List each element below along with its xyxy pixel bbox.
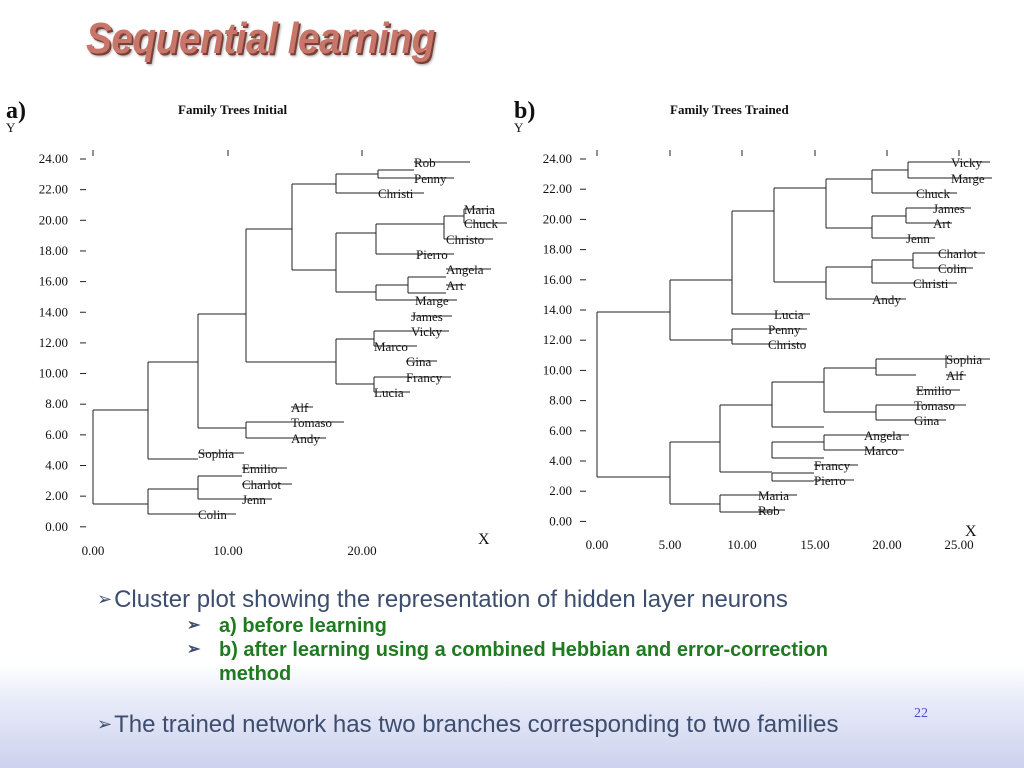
- y-tick-label: 12.00: [543, 332, 572, 347]
- arrow-bullet-icon: ➢: [97, 589, 113, 609]
- y-tick-label: 14.00: [39, 304, 68, 319]
- panel-title-b: Family Trees Trained: [670, 102, 789, 117]
- arrow-bullet-icon: ➢: [97, 714, 113, 734]
- arrow-bullet-icon: ➢: [187, 617, 201, 634]
- y-tick-label: 14.00: [543, 302, 572, 317]
- y-tick-label: 0.00: [549, 513, 572, 528]
- bullet-main-text: Cluster plot showing the representation …: [114, 586, 788, 613]
- y-tick-label: 12.00: [39, 335, 68, 350]
- x-axis-label-b: X: [965, 523, 977, 540]
- x-ticks-b: 0.00 5.00 10.00 15.00 20.00 25.00: [586, 150, 974, 552]
- y-tick-label: 8.00: [45, 396, 68, 411]
- dendrogram-initial: a) Y Family Trees Initial X 24.00 22.00 20…: [6, 98, 507, 558]
- y-axis-label-b: Y: [514, 120, 524, 135]
- y-tick-label: 24.00: [39, 151, 68, 166]
- y-tick-label: 2.00: [45, 488, 68, 503]
- y-tick-label: 20.00: [39, 212, 68, 227]
- y-ticks-a: 24.00 22.00 20.00 18.00 16.00 14.00 12.00 10.00…: [39, 151, 86, 534]
- tree-lines-a: [92, 169, 465, 515]
- x-axis-label-a: X: [478, 531, 490, 548]
- bullet-sub-1-text: a) before learning: [219, 615, 387, 637]
- dendrogram-trained: b) Y Family Trees Trained X 24.00 22.00 20…: [514, 98, 992, 552]
- bullet-main: ➢Cluster plot showing the representation…: [97, 585, 997, 614]
- tree-lines-b: [596, 161, 951, 513]
- y-tick-label: 16.00: [543, 272, 572, 287]
- bullet-list: ➢Cluster plot showing the representation…: [97, 585, 997, 686]
- y-ticks-b: 24.00 22.00 20.00 18.00 16.00 14.00 12.00 10.00…: [543, 151, 586, 528]
- y-tick-label: 6.00: [549, 423, 572, 438]
- y-tick-label: 16.00: [39, 274, 68, 289]
- leaf-labels-a: RobPennyChristiMariaChuckChristoPierroAn…: [198, 155, 507, 522]
- y-tick-label: 24.00: [543, 151, 572, 166]
- bullet-sub-2-text: b) after learning using a combined Hebbi…: [219, 639, 828, 685]
- y-tick-label: 18.00: [543, 242, 572, 257]
- y-tick-label: 4.00: [549, 453, 572, 468]
- x-tick-label: 25.00: [944, 537, 973, 552]
- bullet-sub-1: ➢ a) before learning: [187, 614, 997, 638]
- x-ticks-a: 0.00 10.00 20.00: [82, 150, 377, 558]
- x-tick-label: 5.00: [659, 537, 682, 552]
- leaf-labels-b: VickyMargeChuckJamesArtJennCharlotColinC…: [758, 155, 992, 518]
- y-tick-label: 6.00: [45, 427, 68, 442]
- x-tick-label: 10.00: [213, 543, 242, 558]
- panel-title-a: Family Trees Initial: [178, 102, 287, 117]
- bullet-final: ➢The trained network has two branches co…: [97, 711, 838, 739]
- panel-letter-b: b): [514, 98, 535, 124]
- bullet-sub-2: ➢ b) after learning using a combined Hebb…: [187, 638, 879, 686]
- y-tick-label: 4.00: [45, 458, 68, 473]
- y-tick-label: 8.00: [549, 393, 572, 408]
- bullet-final-text: The trained network has two branches cor…: [114, 711, 839, 738]
- y-tick-label: 2.00: [549, 483, 572, 498]
- x-tick-label: 0.00: [586, 537, 609, 552]
- slide-title: Sequential learning: [86, 14, 435, 63]
- y-tick-label: 0.00: [45, 519, 68, 534]
- x-tick-label: 20.00: [872, 537, 901, 552]
- x-tick-label: 0.00: [82, 543, 105, 558]
- x-tick-label: 15.00: [800, 537, 829, 552]
- y-tick-label: 22.00: [39, 182, 68, 197]
- x-tick-label: 20.00: [347, 543, 376, 558]
- y-tick-label: 18.00: [39, 243, 68, 258]
- y-tick-label: 20.00: [543, 211, 572, 226]
- page-number: 22: [914, 706, 928, 721]
- y-tick-label: 10.00: [39, 366, 68, 381]
- x-tick-label: 10.00: [727, 537, 756, 552]
- y-tick-label: 10.00: [543, 362, 572, 377]
- y-tick-label: 22.00: [543, 181, 572, 196]
- panel-letter-a: a): [6, 98, 26, 124]
- y-axis-label-a: Y: [6, 120, 16, 135]
- arrow-bullet-icon: ➢: [187, 641, 201, 658]
